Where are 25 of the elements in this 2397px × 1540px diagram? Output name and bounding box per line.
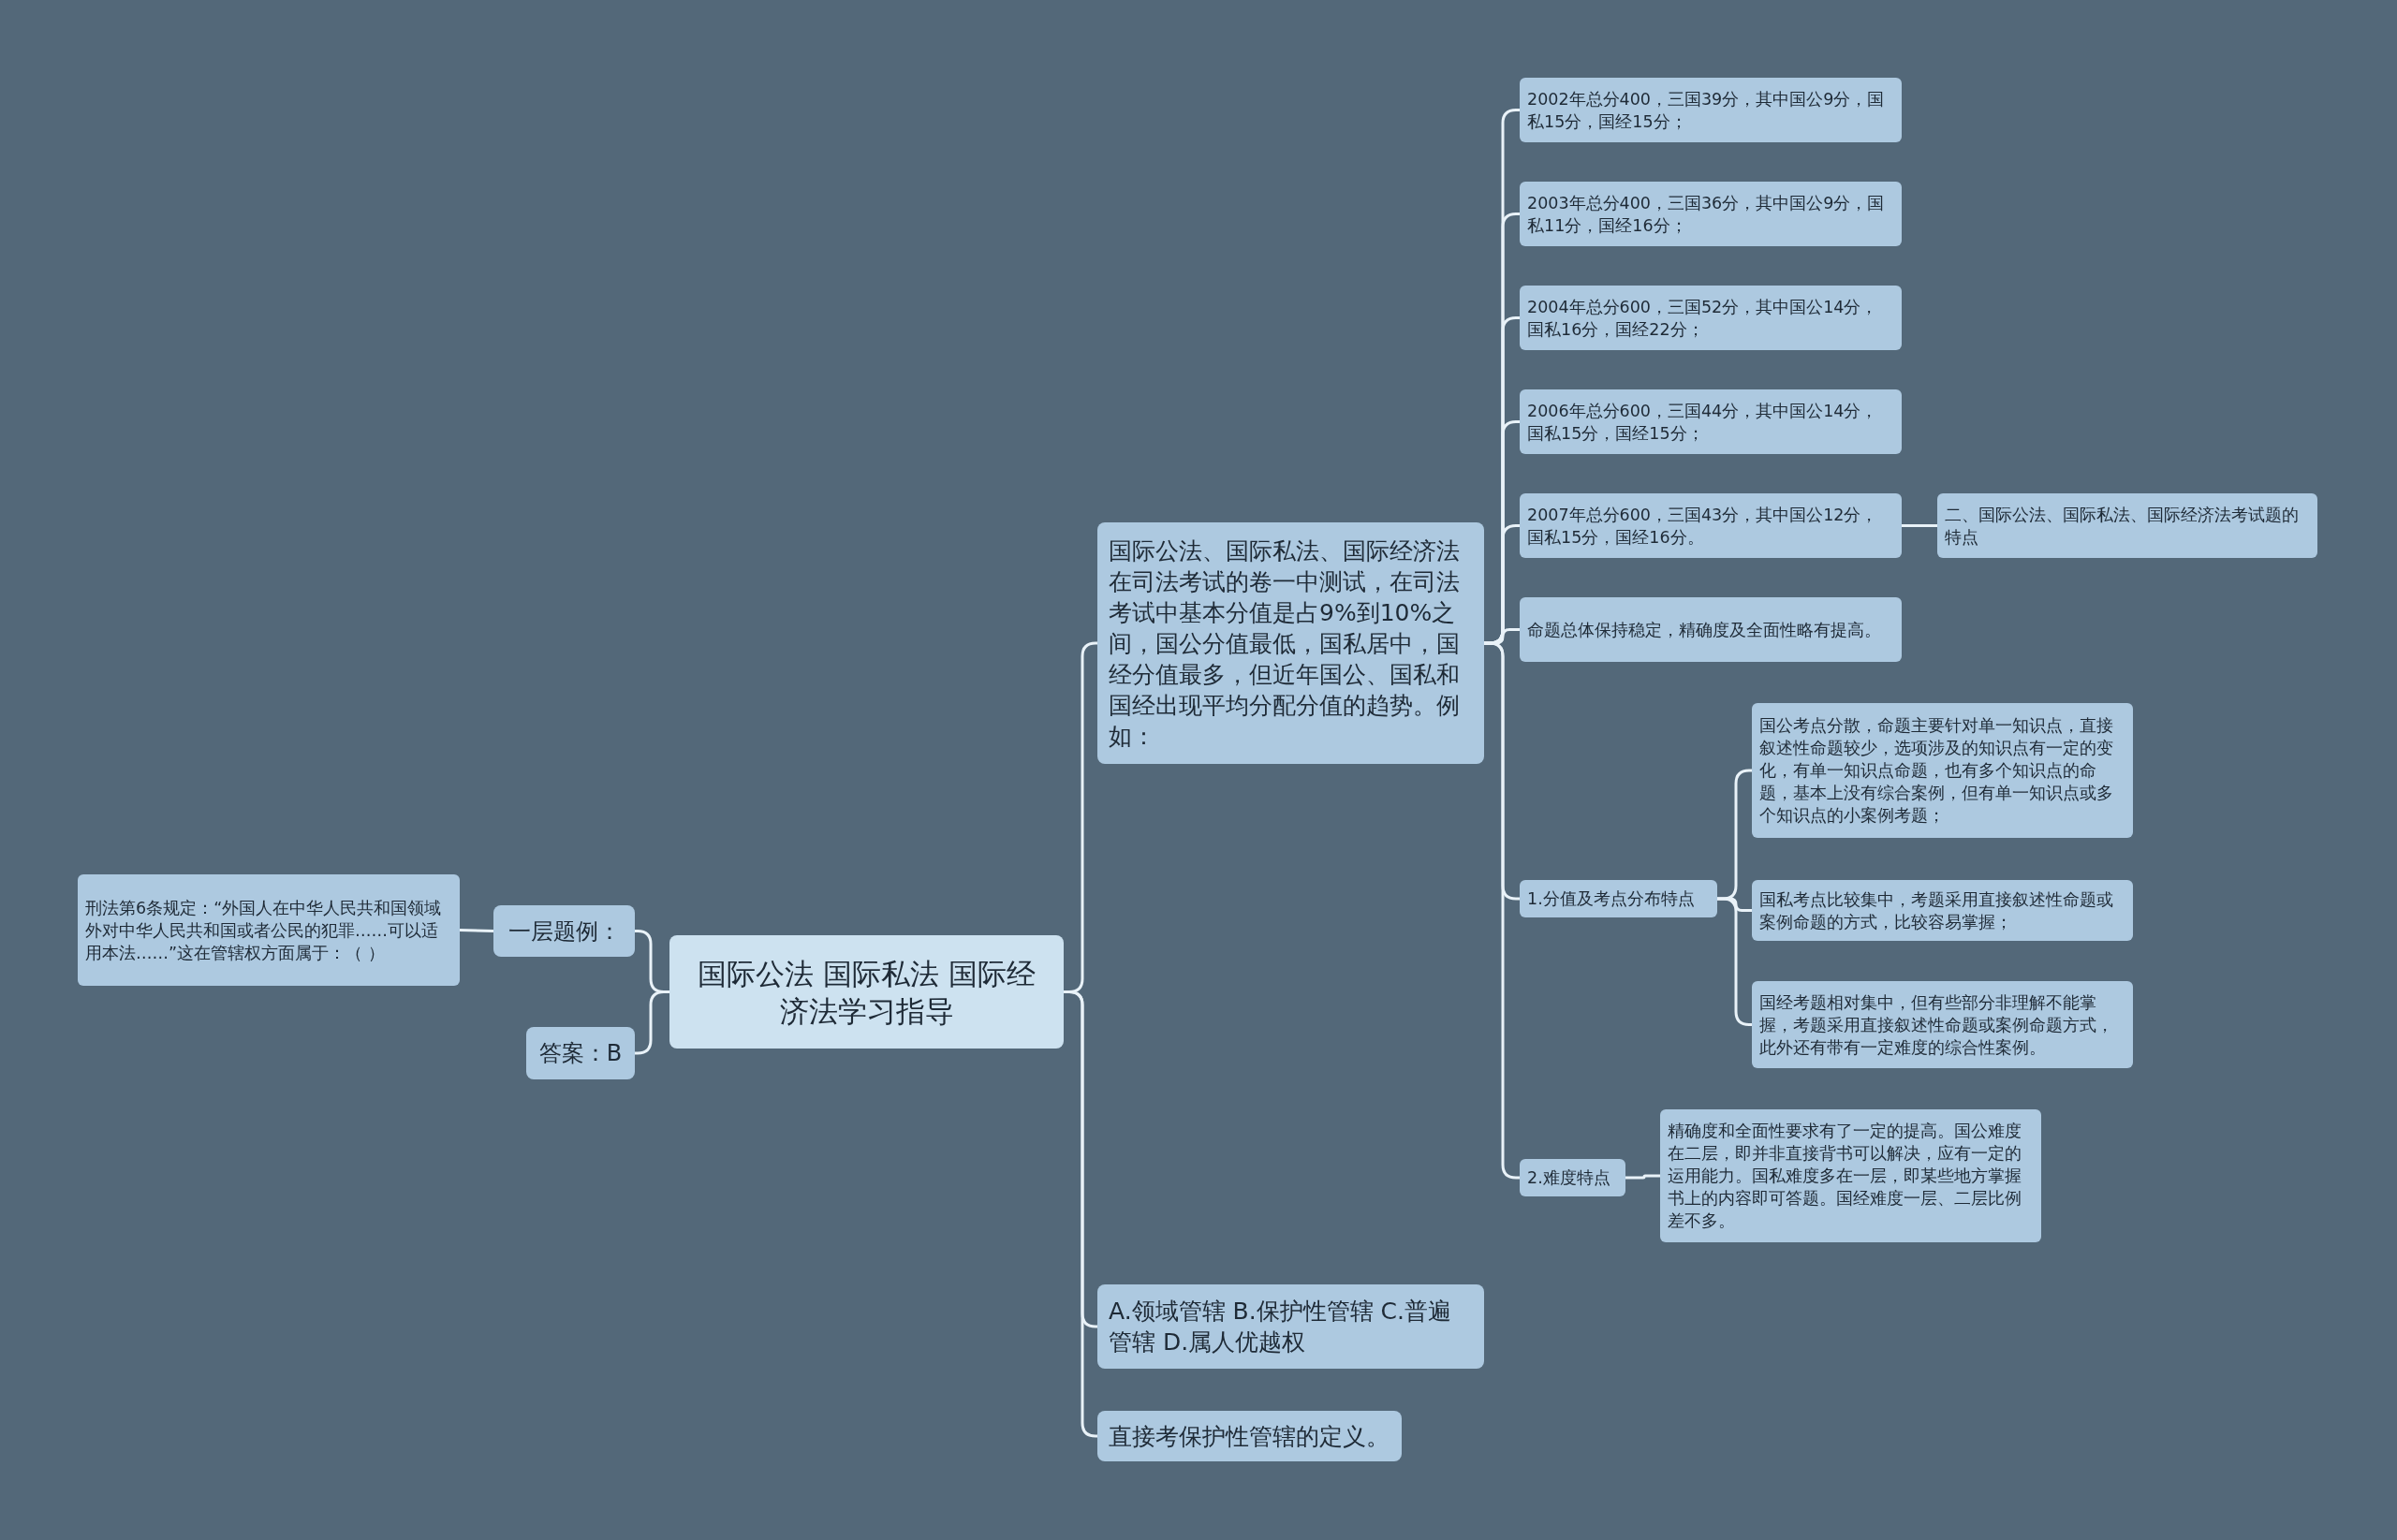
topic-box: 精确度和全面性要求有了一定的提高。国公难度在二层，即并非直接背书可以解决，应有一定的运用能力。国私难度多在一层，即某些地方掌握书上的内容即可答题。国经难度一层、二层比例差不多。 [1660,1109,2041,1242]
topic-box: 二、国际公法、国际私法、国际经济法考试题的特点 [1937,493,2317,558]
connector-line [1625,1174,1660,1180]
topic-box: 2.难度特点 [1520,1159,1625,1196]
topic-box: A.领域管辖 B.保护性管辖 C.普遍管辖 D.属人优越权 [1097,1284,1484,1369]
connector-line [1902,524,1937,527]
topic-box: 答案：B [526,1027,635,1079]
topic-box: 2003年总分400，三国36分，其中国公9分，国私11分，国经16分； [1520,182,1902,246]
connector-line [635,990,669,1055]
topic-box: 刑法第6条规定：“外国人在中华人民共和国领域外对中华人民共和国或者公民的犯罪……可以适用本法……”这在管辖权方面属于：（ ） [78,874,460,986]
topic-box: 2002年总分400，三国39分，其中国公9分，国私15分，国经15分； [1520,78,1902,142]
connector-line [459,929,494,932]
topic-box: 2007年总分600，三国43分，其中国公12分，国私15分，国经16分。 [1520,493,1902,558]
topic-box: 2004年总分600，三国52分，其中国公14分，国私16分，国经22分； [1520,286,1902,350]
topic-box: 国公考点分散，命题主要针对单一知识点，直接叙述性命题较少，选项涉及的知识点有一定的变化，有单一知识点命题，也有多个知识点的命题，基本上没有综合案例，但有单一知识点或多个知识点的小案例考题； [1752,703,2133,838]
topic-box: 1.分值及考点分布特点 [1520,880,1717,917]
topic-box: 国经考题相对集中，但有些部分非理解不能掌握，考题采用直接叙述性命题或案例命题方式，此外还有带有一定难度的综合性案例。 [1752,981,2133,1068]
topic-box: 一层题例： [493,905,635,957]
topic-box: 2006年总分600，三国44分，其中国公14分，国私15分，国经15分； [1520,389,1902,454]
topic-box: 命题总体保持稳定，精确度及全面性略有提高。 [1520,597,1902,662]
topic-box: 国私考点比较集中，考题采用直接叙述性命题或案例命题的方式，比较容易掌握； [1752,880,2133,941]
topic-box: 国际公法 国际私法 国际经济法学习指导 [669,935,1064,1049]
connector-line [1064,990,1098,1438]
topic-box: 直接考保护性管辖的定义。 [1097,1411,1402,1461]
topic-box: 国际公法、国际私法、国际经济法在司法考试的卷一中测试，在司法考试中基本分值是占9%到10%之间，国公分值最低，国私居中，国经分值最多，但近年国公、国私和国经出现平均分配分值的趋势。例如： [1097,522,1484,764]
